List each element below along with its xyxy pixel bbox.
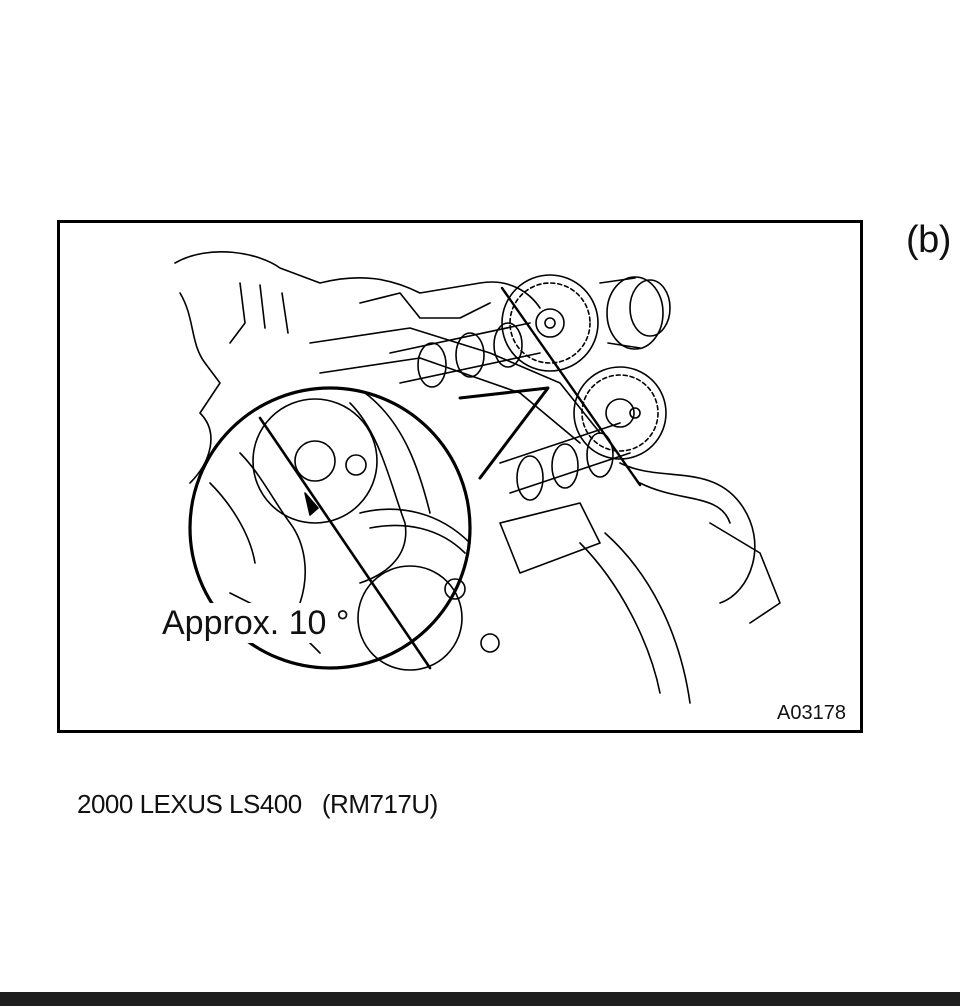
callout-label: Approx. 10 ° — [158, 603, 354, 643]
engine-camshaft-illustration — [174, 251, 781, 704]
bottom-bar — [0, 992, 960, 1006]
figure-frame: Approx. 10 ° A03178 — [57, 220, 863, 733]
footer-caption: 2000 LEXUS LS400 (RM717U) — [77, 789, 438, 819]
figure-id: A03178 — [777, 702, 846, 724]
step-label: (b) — [906, 219, 951, 261]
